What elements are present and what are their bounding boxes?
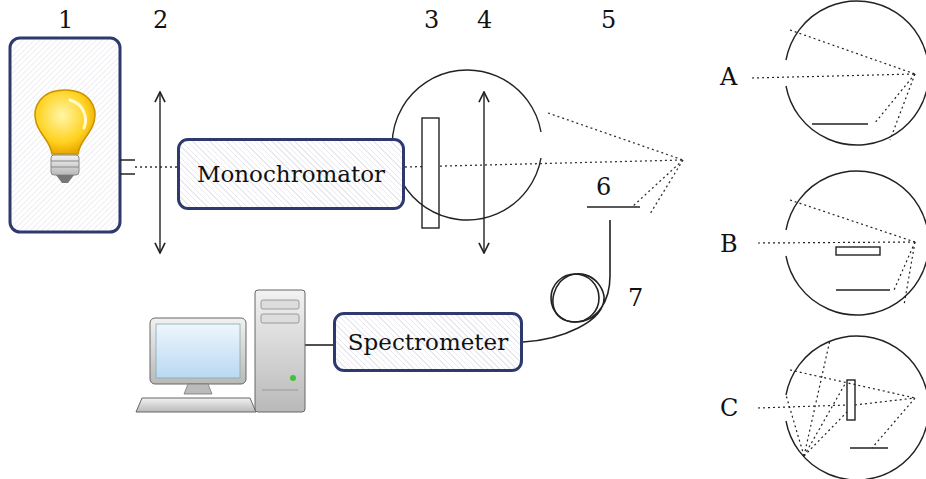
slit [120, 160, 135, 174]
callout-number: 7 [628, 286, 643, 310]
light-beam [135, 113, 683, 214]
lens [159, 92, 160, 253]
callout-number: 5 [601, 8, 616, 32]
filter-plate [422, 118, 439, 228]
sample-holder [587, 206, 640, 208]
callout-number: 2 [153, 8, 168, 32]
sphere-configuration [758, 171, 926, 315]
panel-letter: B [720, 232, 738, 256]
callout-number: 4 [477, 8, 492, 32]
box-label: Spectrometer [348, 329, 508, 355]
panel-letter: A [720, 65, 737, 89]
computer [136, 290, 333, 412]
callout-number: 1 [58, 8, 73, 32]
sphere-configuration [752, 1, 926, 145]
callout-number: 3 [424, 8, 439, 32]
sphere-configuration [758, 336, 926, 479]
lamp [10, 38, 120, 232]
instrument-box: Monochromator [177, 138, 405, 210]
instrument-box: Spectrometer [333, 312, 523, 372]
integrating-sphere [392, 70, 541, 220]
optical-fiber [523, 220, 610, 342]
callout-number: 6 [596, 175, 611, 199]
panel-letter: C [720, 396, 738, 420]
lens [483, 92, 484, 253]
box-label: Monochromator [197, 161, 385, 187]
